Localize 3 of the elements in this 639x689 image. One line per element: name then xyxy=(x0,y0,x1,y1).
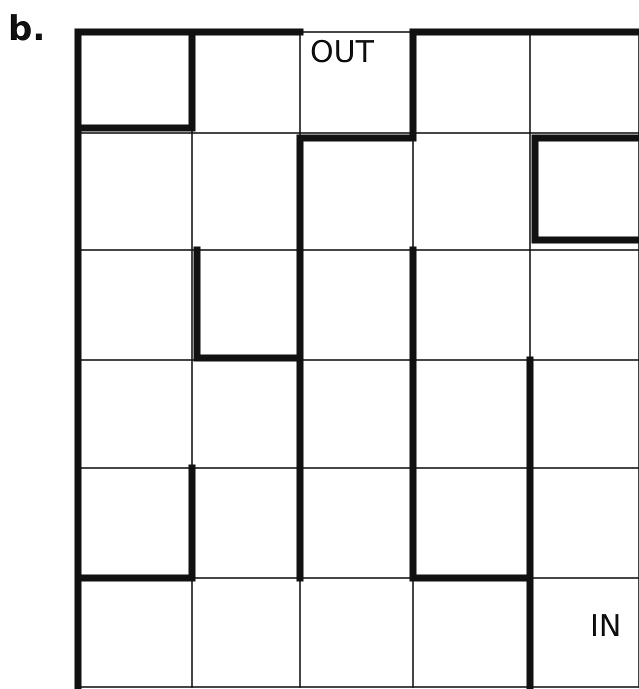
panel-label: b. xyxy=(8,12,46,46)
exit-label: OUT xyxy=(310,38,374,68)
entrance-label: IN xyxy=(590,612,622,642)
